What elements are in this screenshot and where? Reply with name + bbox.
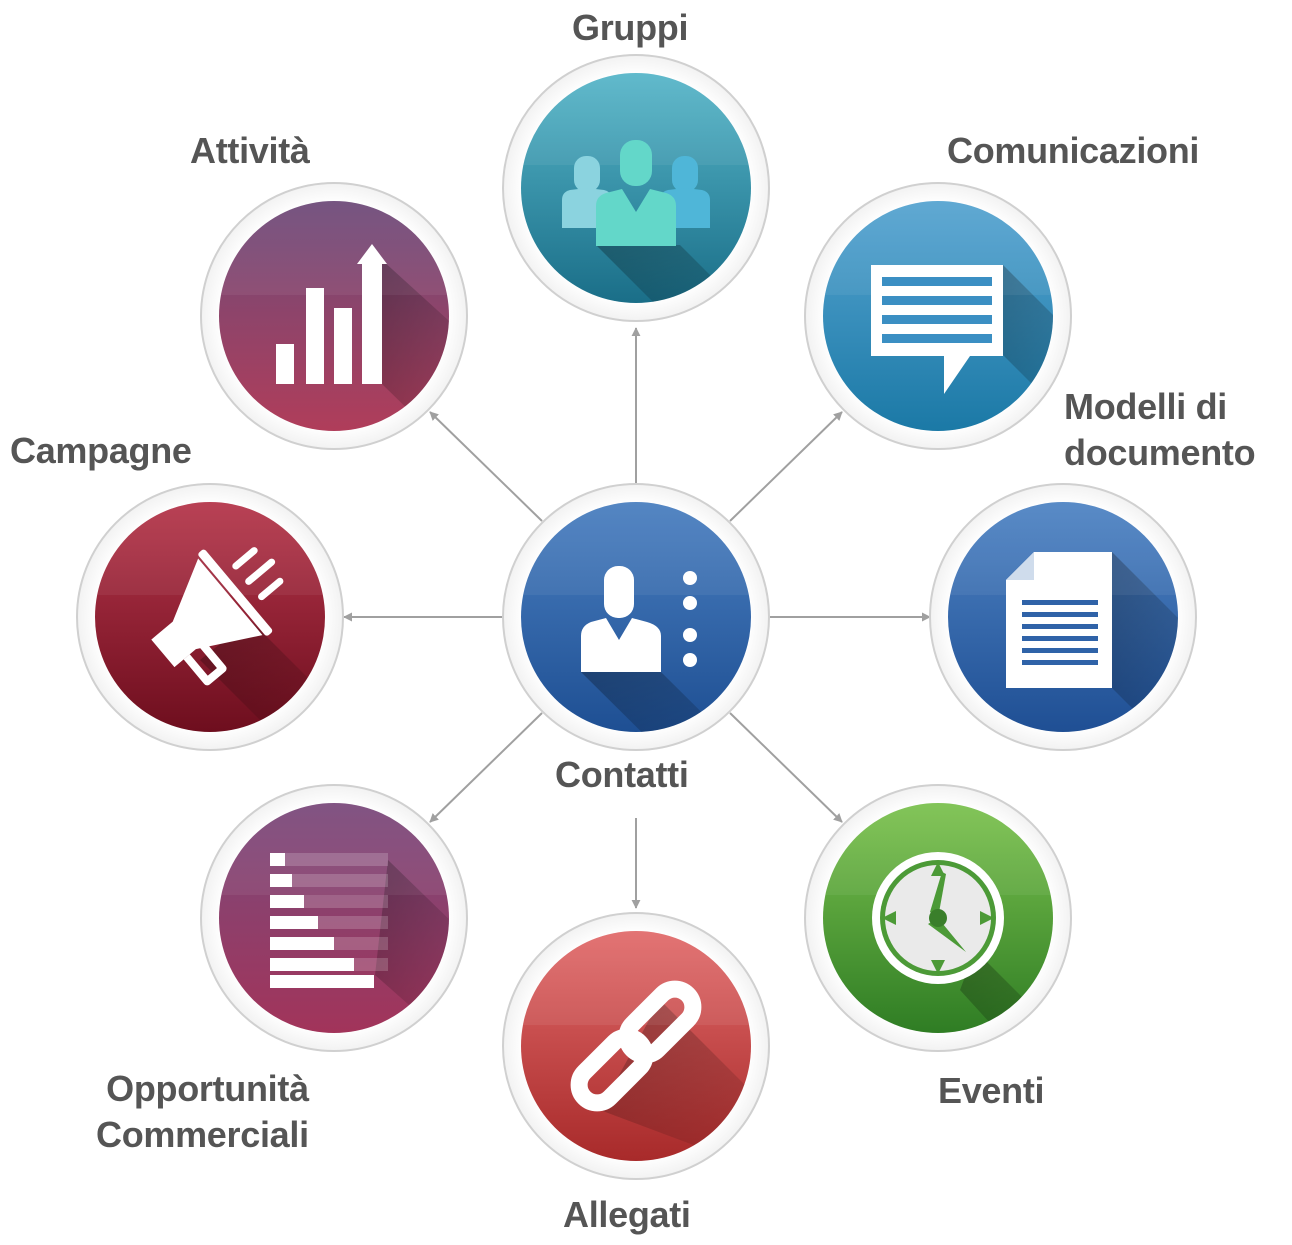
label-campagne: Campagne: [10, 428, 192, 474]
label-gruppi-line1: Gruppi: [572, 7, 689, 48]
document-icon: [1006, 552, 1112, 688]
label-opportunita-line1: Opportunità: [106, 1068, 309, 1109]
node-comunicazioni[interactable]: [800, 180, 1110, 462]
label-comunicazioni-line1: Comunicazioni: [947, 130, 1200, 171]
arrow-to-attivita: [429, 411, 543, 522]
label-eventi: Eventi: [938, 1068, 1045, 1114]
bar-list-icon: [270, 853, 388, 988]
clock-icon: [872, 852, 1004, 984]
node-modelli-documento[interactable]: [929, 480, 1210, 786]
label-contatti-line1: Contatti: [555, 754, 689, 795]
node-contatti[interactable]: [500, 480, 780, 790]
label-campagne-line1: Campagne: [10, 430, 192, 471]
node-gruppi[interactable]: [500, 50, 790, 355]
contact-card-icon: [581, 566, 697, 672]
megaphone-icon: [151, 547, 284, 686]
node-eventi[interactable]: [800, 780, 1100, 1100]
label-allegati-line1: Allegati: [563, 1194, 691, 1235]
speech-bubble-icon: [871, 265, 1003, 394]
label-opportunita-line2: Commerciali: [96, 1114, 309, 1155]
arrow-to-eventi: [729, 712, 843, 823]
label-opportunita-commerciali: Opportunità Commerciali: [96, 1066, 309, 1158]
connector-arrows: [343, 327, 931, 909]
arrow-to-opportunita: [429, 712, 543, 823]
node-campagne[interactable]: [76, 480, 360, 751]
label-modelli-line1: Modelli di: [1064, 386, 1227, 427]
label-modelli-line2: documento: [1064, 432, 1256, 473]
label-allegati: Allegati: [563, 1192, 691, 1238]
group-icon: [562, 140, 710, 246]
label-gruppi: Gruppi: [572, 5, 688, 51]
node-allegati[interactable]: [500, 910, 800, 1180]
label-attivita: Attività: [190, 128, 310, 174]
chain-link-icon: [570, 980, 702, 1112]
label-comunicazioni: Comunicazioni: [947, 128, 1199, 174]
label-attivita-line1: Attività: [190, 130, 310, 171]
label-contatti: Contatti: [555, 752, 689, 798]
label-eventi-line1: Eventi: [938, 1070, 1045, 1111]
label-modelli-documento: Modelli di documento: [1064, 384, 1256, 476]
rising-bars-icon: [276, 244, 387, 384]
arrow-to-comunicazioni: [729, 411, 843, 522]
node-attivita[interactable]: [200, 180, 480, 470]
node-opportunita-commerciali[interactable]: [200, 780, 480, 1052]
